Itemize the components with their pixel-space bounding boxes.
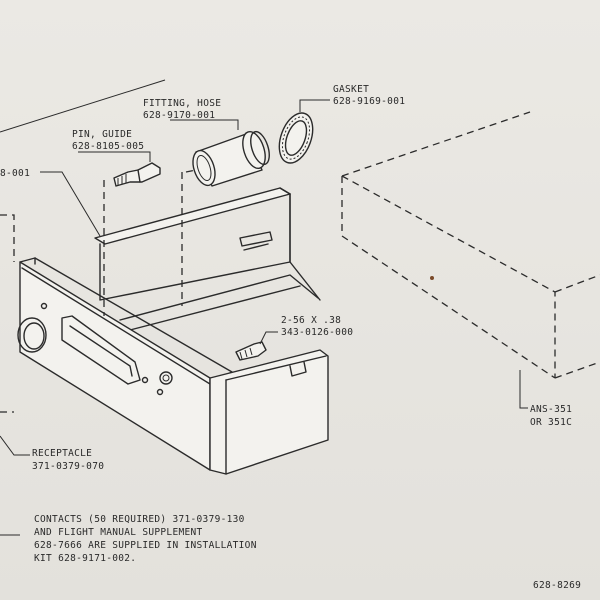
screw-part-number: 343-0126-000 — [281, 327, 353, 338]
fitting-part-number: 628-9170-001 — [143, 110, 215, 121]
ink-spot — [430, 276, 434, 280]
note-line-1: CONTACTS (50 REQUIRED) 371-0379-130 — [34, 514, 245, 525]
avionics-unit-outline — [341, 111, 600, 379]
note-line-3: 628-7666 ARE SUPPLIED IN INSTALLATION — [34, 540, 257, 551]
note-line-2: AND FLIGHT MANUAL SUPPLEMENT — [34, 527, 203, 538]
screw-part — [235, 341, 267, 361]
receptacle-name-label: RECEPTACLE — [32, 448, 92, 459]
fitting-name-label: FITTING, HOSE — [143, 98, 221, 109]
unit-leader-line — [519, 370, 528, 409]
pin-part-number: 628-8105-005 — [72, 141, 144, 152]
left-partial-part-number: 8-001 — [0, 168, 30, 179]
pin-name-label: PIN, GUIDE — [72, 129, 132, 140]
unit-alt-label: OR 351C — [530, 417, 572, 428]
mounting-tray — [17, 187, 329, 475]
fitting-assembly-joint — [185, 169, 197, 173]
pin-leader-line — [78, 151, 151, 162]
gasket-name-label: GASKET — [333, 84, 369, 95]
drawing-number: 628-8269 — [533, 580, 581, 591]
receptacle-part-number: 371-0379-070 — [32, 461, 104, 472]
gasket-part-number: 628-9169-001 — [333, 96, 405, 107]
gasket-part — [278, 112, 314, 164]
hose-fitting-part — [192, 130, 270, 187]
left-part-leader — [40, 171, 101, 237]
fitting-leader-line — [170, 119, 239, 130]
note-line-4: KIT 628-9171-002. — [34, 553, 136, 564]
gasket-leader-line — [299, 99, 330, 112]
left-assembly-line — [0, 214, 15, 262]
unit-name-label: ANS-351 — [530, 404, 572, 415]
background-leader-line — [0, 79, 166, 133]
screw-size-label: 2-56 X .38 — [281, 315, 341, 326]
guide-pin-part — [113, 162, 161, 187]
receptacle-leader-line — [0, 435, 30, 456]
screw-leader-line — [259, 331, 278, 345]
